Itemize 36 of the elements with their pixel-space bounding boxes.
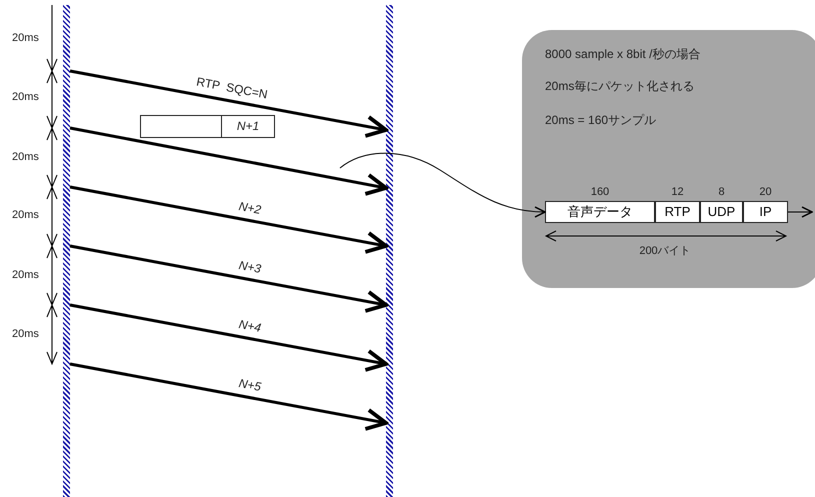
packet-field: 音声データ bbox=[545, 201, 655, 223]
note-panel bbox=[522, 30, 815, 288]
edge-label: N+5 bbox=[238, 376, 262, 394]
interval-label: 20ms bbox=[12, 151, 39, 163]
note-text: 8000 sample x 8bit /秒の場合 bbox=[545, 46, 700, 63]
edge-label: RTP SQC=N bbox=[195, 74, 269, 102]
message-arrow bbox=[70, 244, 388, 313]
lifeline-bar bbox=[63, 5, 70, 497]
edge-label: N+3 bbox=[238, 258, 262, 276]
interval-label: 20ms bbox=[12, 269, 39, 281]
message-arrow bbox=[70, 186, 388, 254]
interval-label: 20ms bbox=[12, 91, 39, 103]
message-arrow bbox=[70, 304, 388, 372]
message-arrow bbox=[70, 362, 388, 431]
sequence-number: N+1 bbox=[236, 119, 260, 133]
interval-label: 20ms bbox=[12, 209, 39, 221]
interval-label: 20ms bbox=[12, 32, 39, 44]
connector-arrow bbox=[788, 206, 813, 218]
message-arrow bbox=[70, 126, 388, 196]
byte-count: 160 bbox=[590, 186, 610, 198]
message-arrow bbox=[70, 70, 388, 138]
connector-arrow bbox=[340, 152, 546, 218]
packet-field: UDP bbox=[700, 201, 743, 223]
byte-count: 8 bbox=[718, 186, 725, 198]
lifeline-bar bbox=[386, 5, 393, 497]
packet-field: IP bbox=[743, 201, 788, 223]
packet-field: RTP bbox=[655, 201, 700, 223]
dimension-label: 200バイト bbox=[639, 244, 691, 258]
note-text: 20ms毎にパケット化される bbox=[545, 78, 694, 95]
byte-count: 12 bbox=[671, 186, 684, 198]
edge-label: N+2 bbox=[238, 199, 262, 217]
edge-label: N+4 bbox=[238, 317, 262, 335]
packet-drawing bbox=[140, 115, 275, 138]
byte-count: 20 bbox=[759, 186, 772, 198]
note-text: 20ms = 160サンプル bbox=[545, 112, 656, 129]
interval-label: 20ms bbox=[12, 328, 39, 340]
